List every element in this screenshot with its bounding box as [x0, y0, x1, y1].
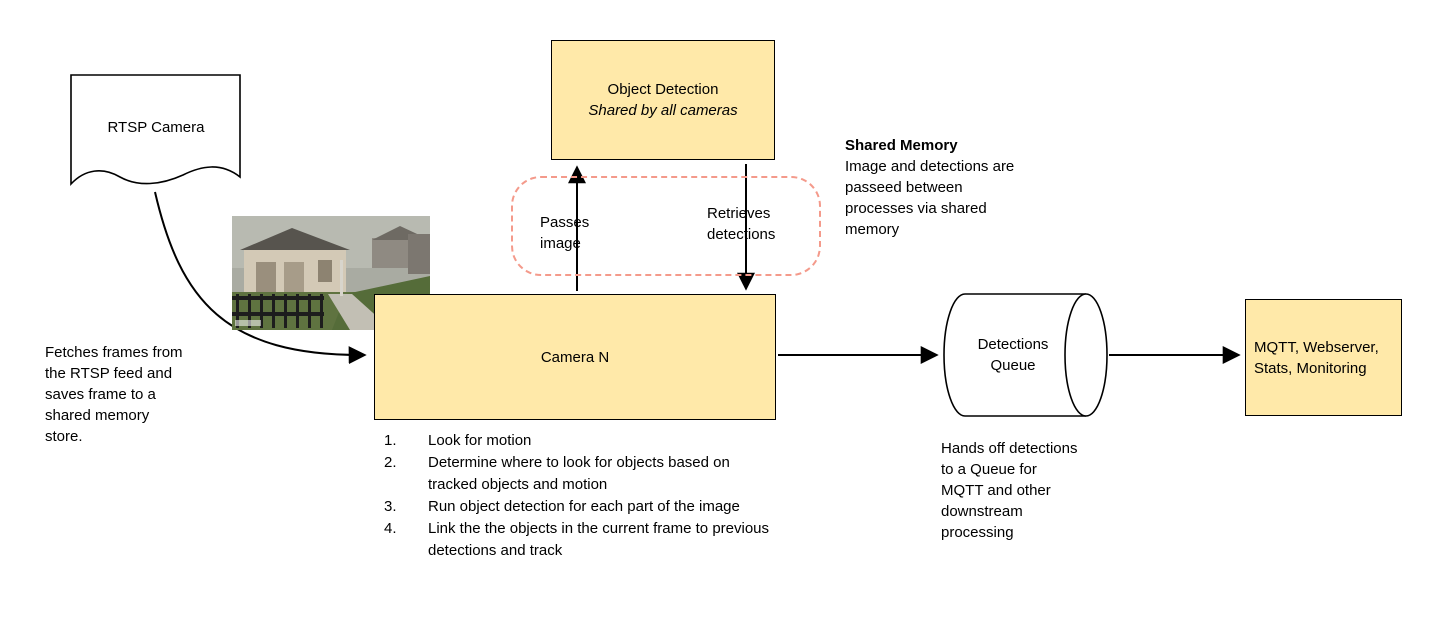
step-item: Determine where to look for objects base… [374, 452, 774, 496]
camera-n-label: Camera N [540, 348, 610, 366]
tape-shape [70, 74, 241, 187]
step-item: Link the the objects in the current fram… [374, 518, 774, 562]
detections-queue-node: Detections Queue [940, 292, 1110, 418]
step-text: Look for motion [428, 432, 532, 449]
step-number [374, 452, 428, 496]
shared-memory-body: Image and detections are passeed between… [845, 158, 1015, 238]
queue-cylinder-shape [943, 293, 1108, 417]
detections-queue-label: Detections Queue [977, 336, 1049, 374]
step-text: Link the the objects in the current fram… [428, 520, 770, 559]
rtsp-camera-label: RTSP Camera [107, 119, 205, 136]
queue-caption: Hands off detections to a Queue for MQTT… [941, 440, 1078, 541]
retrieves-detections-label: Retrieves detections [707, 205, 776, 243]
step-item: Look for motion [374, 430, 774, 452]
fetch-frames-caption: Fetches frames from the RTSP feed and sa… [45, 344, 183, 445]
rtsp-camera-node: RTSP Camera [70, 74, 242, 199]
camera-n-steps: Look for motion Determine where to look … [374, 430, 774, 562]
shared-memory-region [511, 176, 821, 276]
step-number [374, 496, 428, 518]
camera-n-node: Camera N [374, 294, 776, 420]
step-number [374, 518, 428, 562]
step-text: Determine where to look for objects base… [428, 454, 730, 493]
shared-memory-annotation: Shared Memory Image and detections are p… [845, 135, 1060, 240]
object-detection-subtitle: Shared by all cameras [588, 102, 738, 119]
step-number [374, 430, 428, 452]
step-item: Run object detection for each part of th… [374, 496, 774, 518]
shared-memory-title: Shared Memory [845, 137, 958, 154]
outputs-node: MQTT, Webserver, Stats, Monitoring [1245, 299, 1402, 416]
step-text: Run object detection for each part of th… [428, 498, 740, 515]
object-detection-node: Object Detection Shared by all cameras [551, 40, 775, 160]
object-detection-title: Object Detection [607, 81, 719, 98]
outputs-label: MQTT, Webserver, Stats, Monitoring [1254, 338, 1379, 377]
